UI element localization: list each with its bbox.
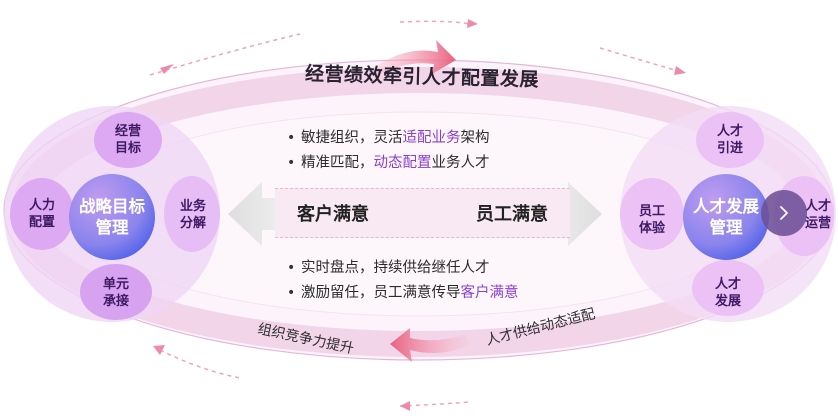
chevron-right-icon	[780, 206, 788, 220]
core-talent-development-management: 人才发展 管理	[693, 197, 759, 237]
petal-talent-development: 人才 发展	[714, 277, 741, 309]
employee-satisfaction-label: 员工满意	[476, 204, 548, 225]
core-strategic-goal-management: 战略目标 管理	[79, 197, 145, 237]
bullet-dot-icon: •	[287, 130, 296, 146]
bullet-item: • 精准匹配，动态配置业务人才	[287, 151, 490, 176]
bullet-item: • 敏捷组织，灵活适配业务架构	[287, 126, 490, 151]
lower-bullet-list: • 实时盘点，持续供给继任人才 • 激励留任，员工满意传导客户满意	[287, 256, 519, 306]
petal-talent-operation: 人才 运营	[804, 199, 831, 231]
highlight-text: 动态配置	[373, 155, 432, 171]
petal-talent-acquisition: 人才 引进	[716, 124, 743, 156]
bullet-dot-icon: •	[287, 285, 296, 301]
satisfaction-band: 客户满意 员工满意	[275, 188, 570, 238]
bullet-item: • 激励留任，员工满意传导客户满意	[287, 281, 519, 306]
highlight-text: 适配业务	[402, 130, 461, 146]
petal-employee-experience: 员工 体验	[638, 204, 665, 236]
petal-unit-undertaking: 单元 承接	[102, 277, 129, 309]
customer-satisfaction-label: 客户满意	[297, 204, 369, 225]
petal-business-goal: 经营 目标	[114, 124, 141, 156]
bullet-item: • 实时盘点，持续供给继任人才	[287, 256, 519, 281]
bullet-dot-icon: •	[287, 260, 296, 276]
upper-bullet-list: • 敏捷组织，灵活适配业务架构 • 精准匹配，动态配置业务人才	[287, 126, 490, 176]
next-slide-button[interactable]	[761, 190, 807, 236]
petal-business-breakdown: 业务 分解	[179, 199, 206, 231]
bullet-dot-icon: •	[287, 155, 296, 171]
petal-hr-allocation: 人力 配置	[28, 198, 55, 230]
highlight-text: 客户满意	[460, 285, 519, 301]
